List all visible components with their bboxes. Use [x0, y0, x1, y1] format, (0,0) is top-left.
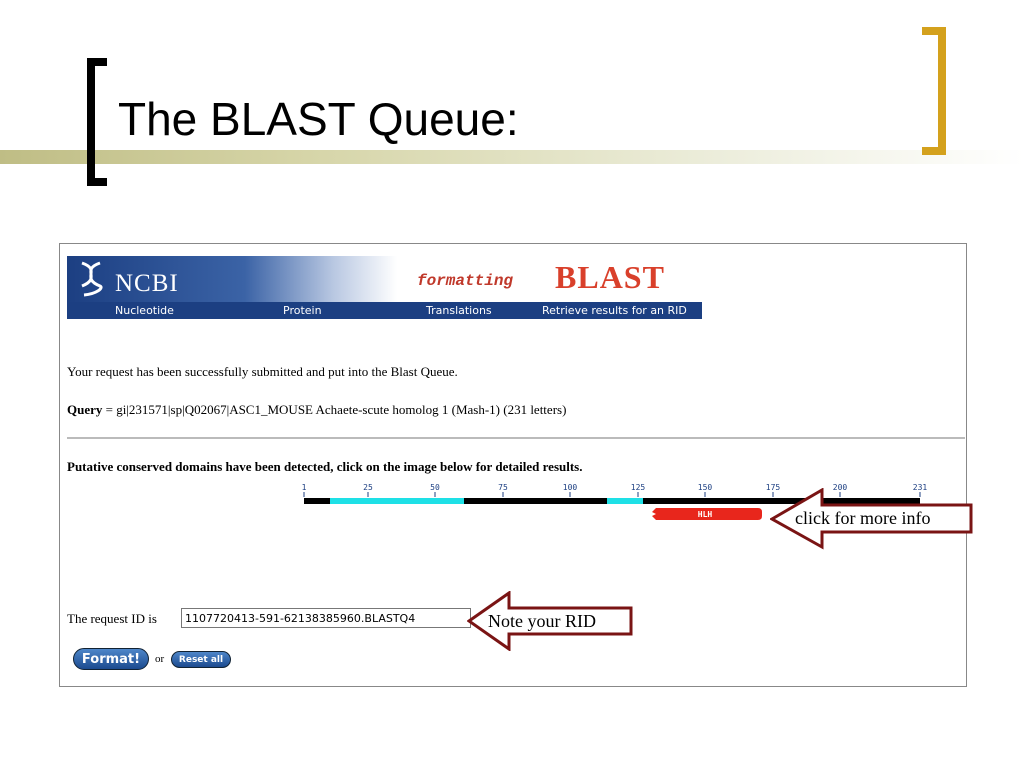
or-text: or	[155, 653, 165, 665]
conserved-domain-map[interactable]: 1 25 50 75 100 125 150 175 200 231 HLH	[300, 480, 940, 528]
left-arrow-icon	[467, 591, 633, 651]
title-accent-bar	[0, 150, 1024, 164]
tick-label: 50	[430, 483, 440, 492]
tick-label: 25	[363, 483, 373, 492]
right-bracket	[922, 27, 946, 155]
slide-title: The BLAST Queue:	[118, 93, 519, 145]
rid-label: The request ID is	[67, 611, 157, 626]
divider	[67, 437, 965, 439]
ncbi-logo-text[interactable]: NCBI	[115, 270, 179, 297]
hit-segment	[607, 498, 643, 504]
blast-logo-text[interactable]: BLAST	[555, 259, 665, 295]
tick-label: 1	[302, 483, 307, 492]
left-arrow-icon	[770, 488, 973, 550]
format-button[interactable]: Format!	[73, 648, 149, 670]
ncbi-banner: NCBI formatting BLAST Nucleotide Protein…	[67, 256, 702, 319]
reset-all-button[interactable]: Reset all	[171, 651, 231, 668]
rid-input[interactable]	[181, 608, 471, 628]
note-rid-callout: Note your RID	[467, 591, 634, 651]
domains-message: Putative conserved domains have been det…	[67, 459, 583, 474]
formatting-label: formatting	[417, 272, 514, 290]
tick-label: 200	[833, 483, 848, 492]
tick-label: 125	[631, 483, 646, 492]
hlh-domain[interactable]	[652, 508, 762, 520]
left-bracket	[87, 58, 107, 186]
nav-translations[interactable]: Translations	[426, 304, 492, 317]
submitted-message: Your request has been successfully submi…	[67, 364, 458, 379]
more-info-text: click for more info	[795, 508, 931, 528]
tick-label: 175	[766, 483, 781, 492]
hlh-label: HLH	[698, 510, 713, 519]
query-value: = gi|231571|sp|Q02067|ASC1_MOUSE Achaete…	[102, 402, 567, 417]
nav-protein[interactable]: Protein	[283, 304, 322, 317]
hit-segment	[330, 498, 464, 504]
nav-nucleotide[interactable]: Nucleotide	[115, 304, 174, 317]
tick-label: 231	[913, 483, 928, 492]
banner-header: NCBI formatting BLAST	[67, 256, 702, 302]
query-label: Query	[67, 402, 103, 417]
tick-label: 75	[498, 483, 508, 492]
tick-label: 150	[698, 483, 713, 492]
dna-helix-icon	[81, 261, 103, 297]
nav-retrieve-rid[interactable]: Retrieve results for an RID	[542, 304, 687, 317]
nav-bar: Nucleotide Protein Translations Retrieve…	[67, 302, 702, 319]
query-line: Query = gi|231571|sp|Q02067|ASC1_MOUSE A…	[67, 402, 566, 418]
note-rid-text: Note your RID	[488, 611, 596, 631]
tick-label: 100	[563, 483, 578, 492]
more-info-callout: click for more info	[770, 488, 974, 550]
